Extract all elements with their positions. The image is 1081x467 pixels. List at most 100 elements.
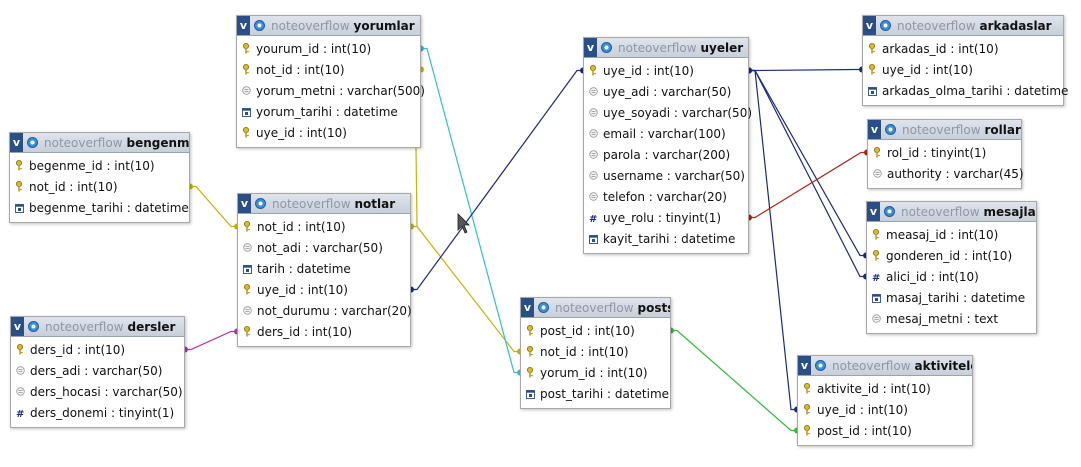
column-row[interactable]: uye_soyadi : varchar(50) [584, 102, 752, 123]
gear-icon[interactable] [27, 320, 41, 334]
column-row[interactable]: email : varchar(100) [584, 123, 748, 144]
column-row[interactable]: begenme_tarihi : datetime [10, 197, 189, 218]
toggle-columns-button[interactable]: v [867, 202, 880, 221]
column-row[interactable]: ders_id : int(10) [238, 321, 410, 342]
column-row[interactable]: not_id : int(10) [10, 176, 189, 197]
column-row[interactable]: uye_id : int(10) [238, 279, 410, 300]
toggle-columns-button[interactable]: v [11, 317, 24, 336]
column-row[interactable]: #alici_id : int(10) [867, 266, 1036, 287]
column-row[interactable]: uye_adi : varchar(50) [584, 81, 748, 102]
gear-icon[interactable] [254, 197, 268, 211]
column-row[interactable]: tarih : datetime [238, 258, 410, 279]
column-row[interactable]: username : varchar(50) [584, 165, 748, 186]
column-row[interactable]: not_id : int(10) [521, 341, 670, 362]
gear-icon[interactable] [883, 205, 897, 219]
table-name: bengenme [126, 135, 189, 150]
column-row[interactable]: kayit_tarihi : datetime [584, 228, 748, 249]
column-row[interactable]: ders_adi : varchar(50) [11, 360, 184, 381]
gear-icon[interactable] [26, 136, 40, 150]
table-aktiviteler[interactable]: vnoteoverflowaktiviteleraktivite_id : in… [797, 355, 973, 446]
column-row[interactable]: not_adi : varchar(50) [238, 237, 410, 258]
column-row[interactable]: post_id : int(10) [521, 320, 670, 341]
table-header[interactable]: vnoteoverflowaktiviteler [798, 356, 972, 376]
column-row[interactable]: #ders_donemi : tinyint(1) [11, 402, 184, 423]
column-row[interactable]: begenme_id : int(10) [10, 155, 189, 176]
column-row[interactable]: ders_hocasi : varchar(50) [11, 381, 184, 402]
table-name: yorumlar [353, 18, 415, 33]
column-row[interactable]: #uye_rolu : tinyint(1) [584, 207, 748, 228]
column-label: ders_adi : varchar(50) [30, 363, 163, 378]
relation-line [749, 68, 862, 72]
toggle-columns-button[interactable]: v [584, 38, 597, 57]
toggle-columns-button[interactable]: v [237, 16, 250, 35]
date-icon [871, 292, 881, 304]
column-row[interactable]: aktivite_id : int(10) [798, 378, 972, 399]
toggle-columns-button[interactable]: v [521, 298, 534, 317]
column-label: gonderen_id : int(10) [886, 248, 1013, 263]
key-icon [871, 250, 881, 262]
column-row[interactable]: not_id : int(10) [237, 59, 420, 80]
column-row[interactable]: yourum_id : int(10) [237, 38, 420, 59]
date-icon [588, 233, 598, 245]
toggle-columns-button[interactable]: v [238, 194, 251, 213]
column-row[interactable]: mesaj_metni : text [867, 308, 1036, 329]
column-row[interactable]: arkadas_id : int(10) [863, 38, 1063, 59]
column-row[interactable]: masaj_tarihi : datetime [867, 287, 1036, 308]
column-row[interactable]: telefon : varchar(20) [584, 186, 748, 207]
table-bengenme[interactable]: vnoteoverflowbengenmebegenme_id : int(10… [9, 132, 190, 223]
column-row[interactable]: rol_id : tinyint(1) [868, 142, 1021, 163]
column-row[interactable]: yorum_id : int(10) [521, 362, 670, 383]
column-row[interactable]: gonderen_id : int(10) [867, 245, 1036, 266]
table-posts[interactable]: vnoteoverflowpostspost_id : int(10)not_i… [520, 297, 671, 409]
column-row[interactable]: ders_id : int(10) [11, 339, 184, 360]
column-row[interactable]: uye_id : int(10) [863, 59, 1063, 80]
key-icon [525, 346, 535, 358]
text-icon [871, 313, 881, 325]
gear-icon[interactable] [884, 123, 898, 137]
toggle-columns-button[interactable]: v [10, 133, 23, 152]
table-header[interactable]: vnoteoverflowbengenme [10, 133, 189, 153]
column-row[interactable]: post_tarihi : datetime [521, 383, 670, 404]
column-row[interactable]: post_id : int(10) [798, 420, 972, 441]
toggle-columns-button[interactable]: v [798, 356, 811, 375]
gear-icon[interactable] [879, 19, 893, 33]
column-row[interactable]: uye_id : int(10) [798, 399, 972, 420]
column-row[interactable]: yorum_metni : varchar(500) [237, 80, 425, 101]
column-row[interactable]: uye_id : int(10) [584, 60, 748, 81]
text-icon [15, 386, 25, 398]
column-row[interactable]: arkadas_olma_tarihi : datetime [863, 80, 1068, 101]
column-row[interactable]: authority : varchar(45) [868, 163, 1024, 184]
column-row[interactable]: parola : varchar(200) [584, 144, 748, 165]
column-row[interactable]: uye_id : int(10) [237, 122, 420, 143]
gear-icon[interactable] [537, 301, 551, 315]
gear-icon[interactable] [253, 19, 267, 33]
column-row[interactable]: measaj_id : int(10) [867, 224, 1036, 245]
table-header[interactable]: vnoteoverflowposts [521, 298, 670, 318]
column-row[interactable]: not_id : int(10) [238, 216, 410, 237]
toggle-columns-button[interactable]: v [868, 120, 881, 139]
column-label: uye_id : int(10) [817, 402, 908, 417]
gear-icon[interactable] [600, 41, 614, 55]
gear-icon[interactable] [814, 359, 828, 373]
column-row[interactable]: not_durumu : varchar(20) [238, 300, 412, 321]
column-row[interactable]: yorum_tarihi : datetime [237, 101, 420, 122]
date-icon [14, 202, 24, 214]
table-name: uyeler [700, 40, 744, 55]
database-name: noteoverflow [897, 18, 976, 33]
toggle-columns-button[interactable]: v [863, 16, 876, 35]
